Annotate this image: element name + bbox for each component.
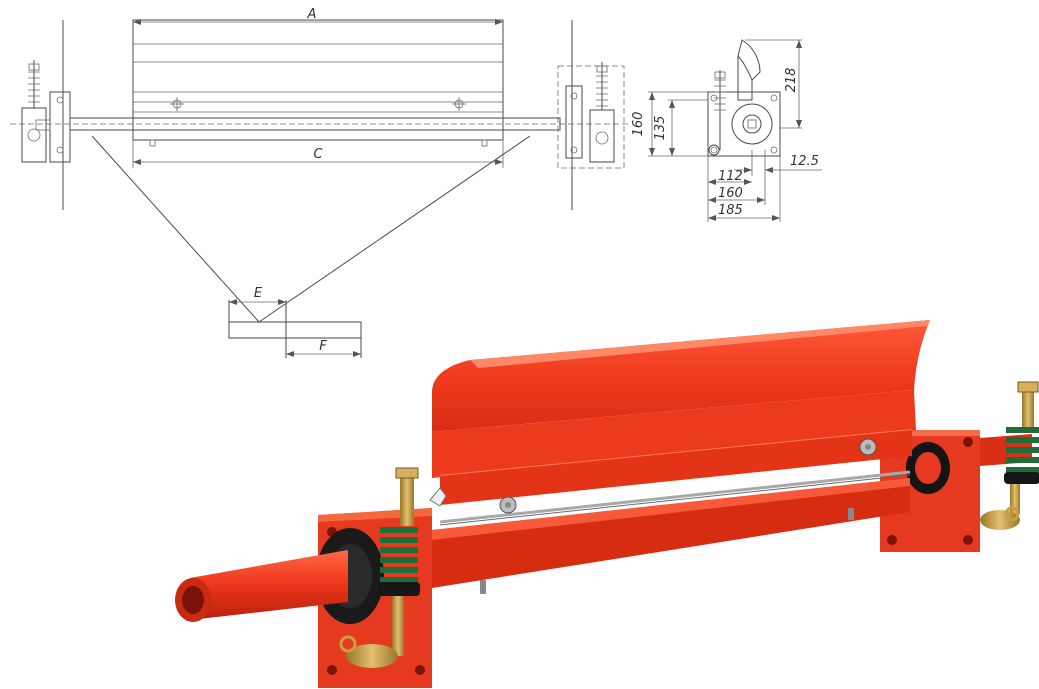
dimension-160-vertical: 160 — [631, 91, 708, 157]
dimension-label-c: C — [313, 147, 323, 162]
dimension-160-horizontal: 160 — [708, 176, 766, 205]
dimension-label-f: F — [319, 339, 327, 354]
dimension-label-a: A — [307, 7, 317, 22]
dimension-label-185: 185 — [718, 203, 743, 218]
right-mounting-plate — [880, 430, 980, 552]
blade-bolt-left — [499, 496, 517, 514]
belt-cleaner-photo — [175, 320, 1039, 688]
left-spring-tensioner — [339, 467, 420, 668]
dimension-label-218: 218 — [784, 68, 799, 93]
deflection-triangle — [91, 135, 531, 323]
dimension-a: A — [133, 7, 503, 25]
bolt-marker-left — [170, 97, 184, 111]
blade-bolt-right — [859, 438, 877, 456]
dimension-label-135: 135 — [653, 116, 668, 141]
shaft-tube — [175, 550, 348, 622]
dimension-112: 112 — [707, 156, 752, 222]
dimension-label-e: E — [254, 286, 263, 301]
blade-outline — [132, 19, 504, 141]
dimension-label-12-5: 12.5 — [790, 154, 819, 169]
right-spring-tensioner — [980, 381, 1039, 530]
shaft-circle — [731, 103, 773, 145]
shaft-outline — [10, 117, 628, 131]
dimension-218: 218 — [745, 39, 802, 129]
right-mount-drawing — [557, 62, 625, 169]
dimension-label-160-horizontal: 160 — [718, 186, 743, 201]
dimension-135: 135 — [653, 99, 708, 156]
dimension-e-f-detail: E F — [228, 286, 362, 358]
bolt-marker-right — [452, 97, 466, 111]
cleaner-blade — [432, 320, 930, 526]
side-view-drawing: 218 160 135 12.5 — [631, 39, 822, 222]
right-spring-coil — [1006, 427, 1039, 473]
front-view-drawing: A C — [10, 7, 628, 358]
dimension-label-112: 112 — [718, 169, 743, 184]
dimension-185: 185 — [708, 156, 781, 222]
dimension-label-160-vertical: 160 — [631, 112, 646, 137]
left-spring-coil — [380, 527, 418, 583]
dimension-12-5: 12.5 — [734, 150, 822, 176]
left-mount-drawing — [21, 60, 71, 163]
dimension-c: C — [132, 140, 504, 168]
blade-profile — [737, 39, 761, 81]
